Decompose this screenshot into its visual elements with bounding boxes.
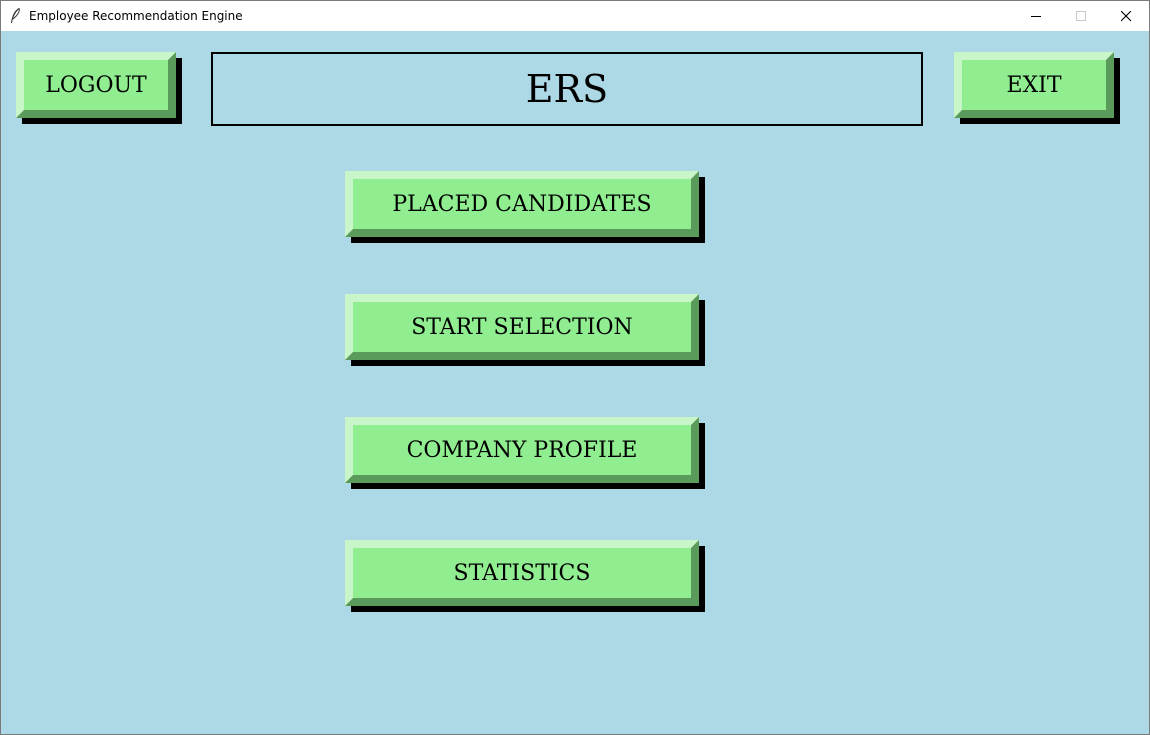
company-profile-button[interactable]: COMPANY PROFILE — [345, 417, 699, 483]
start-selection-button[interactable]: START SELECTION — [345, 294, 699, 360]
exit-button[interactable]: EXIT — [954, 52, 1114, 118]
statistics-button[interactable]: STATISTICS — [345, 540, 699, 606]
main-content: LOGOUT ERS EXIT PLACED CANDIDATES START … — [1, 31, 1149, 734]
logout-button[interactable]: LOGOUT — [16, 52, 176, 118]
feather-icon — [9, 7, 21, 25]
maximize-button[interactable] — [1058, 1, 1104, 31]
placed-candidates-button[interactable]: PLACED CANDIDATES — [345, 171, 699, 237]
window-title: Employee Recommendation Engine — [29, 9, 243, 23]
close-button[interactable] — [1103, 1, 1149, 31]
page-title: ERS — [211, 52, 923, 126]
title-bar[interactable]: Employee Recommendation Engine — [1, 1, 1149, 31]
minimize-button[interactable] — [1013, 1, 1059, 31]
